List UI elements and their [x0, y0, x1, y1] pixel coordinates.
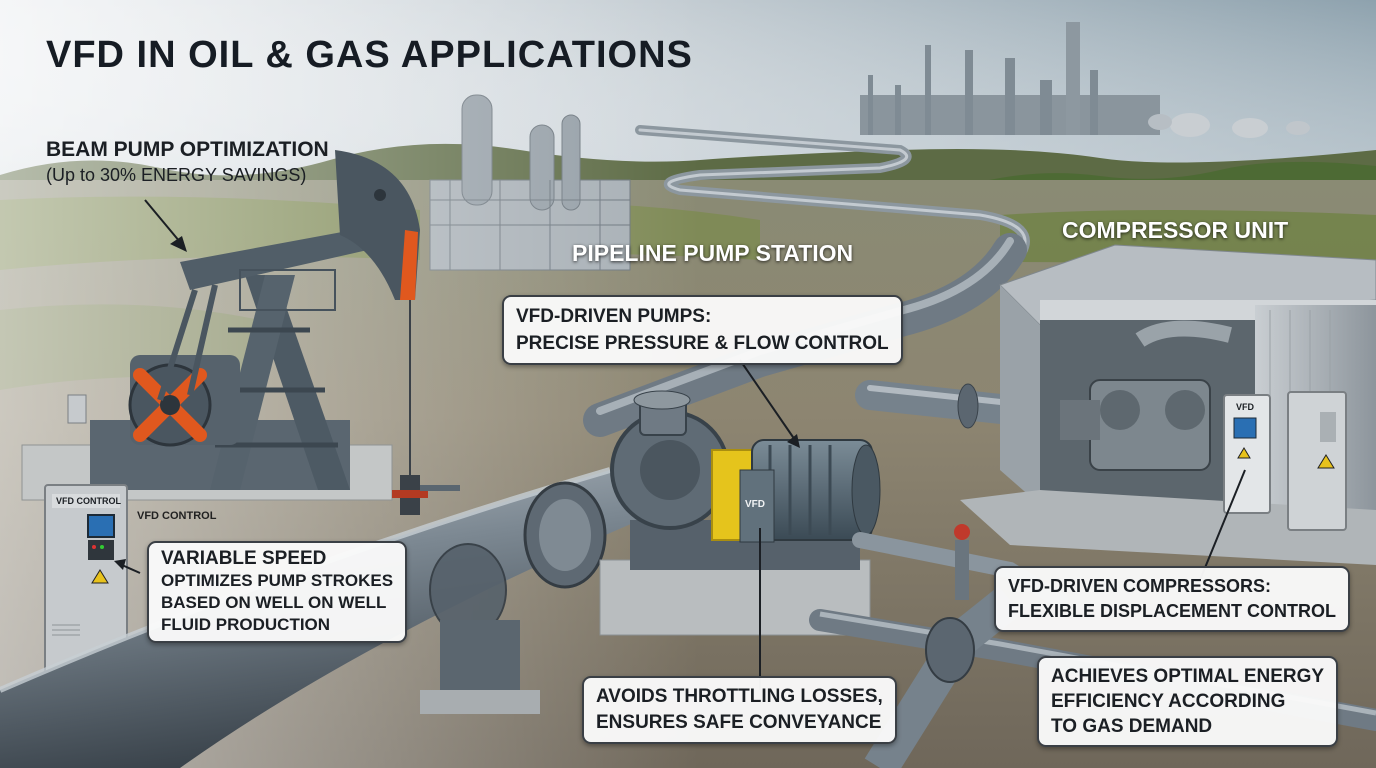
callout-line: EFFICIENCY ACCORDING [1051, 691, 1286, 712]
callout-variable-speed: VARIABLE SPEED OPTIMIZES PUMP STROKES BA… [147, 541, 408, 643]
page-title: VFD IN OIL & GAS APPLICATIONS [46, 34, 693, 76]
callout-line: VARIABLE SPEED [161, 548, 327, 569]
pump-jack [21, 150, 460, 515]
refinery-skyline [860, 22, 1310, 138]
beam-pump-subheading: (Up to 30% ENERGY SAVINGS) [46, 165, 307, 185]
compressor-container [960, 244, 1376, 565]
callout-line: FLUID PRODUCTION [161, 615, 331, 634]
compressor-unit-label: COMPRESSOR UNIT [1062, 217, 1289, 243]
compressor-vfd-label: VFD [1236, 402, 1254, 412]
vfd-control-cabinet [44, 484, 128, 684]
callout-line: AVOIDS THROTTLING LOSSES, [596, 686, 883, 707]
callout-line: PRECISE PRESSURE & FLOW CONTROL [516, 333, 889, 354]
horsehead [335, 150, 420, 300]
callout-vfd-driven-compressors: VFD-DRIVEN COMPRESSORS: FLEXIBLE DISPLAC… [994, 566, 1350, 632]
callout-line: BASED ON WELL ON WELL [161, 593, 387, 612]
callout-line: OPTIMIZES PUMP STROKES [161, 571, 394, 590]
callout-line: ENSURES SAFE CONVEYANCE [596, 712, 882, 733]
vfd-control-panel-label: VFD CONTROL [56, 496, 121, 506]
callout-vfd-driven-pumps: VFD-DRIVEN PUMPS: PRECISE PRESSURE & FLO… [502, 295, 903, 365]
callout-leaders [114, 199, 1246, 690]
callout-line: VFD-DRIVEN COMPRESSORS: [1008, 576, 1272, 596]
beam-pump-heading: BEAM PUMP OPTIMIZATION [46, 138, 329, 161]
callout-line: ACHIEVES OPTIMAL ENERGY [1051, 666, 1325, 687]
motor-vfd-label: VFD [745, 499, 765, 510]
callout-energy-efficiency: ACHIEVES OPTIMAL ENERGY EFFICIENCY ACCOR… [1037, 656, 1339, 747]
pipeline-station-label: PIPELINE PUMP STATION [572, 240, 854, 266]
vfd-control-ground-label: VFD CONTROL [137, 510, 217, 522]
callout-line: TO GAS DEMAND [1051, 716, 1213, 737]
callout-line: FLEXIBLE DISPLACEMENT CONTROL [1008, 601, 1336, 621]
callout-line: VFD-DRIVEN PUMPS: [516, 306, 712, 327]
callout-throttling-losses: AVOIDS THROTTLING LOSSES, ENSURES SAFE C… [582, 676, 897, 744]
